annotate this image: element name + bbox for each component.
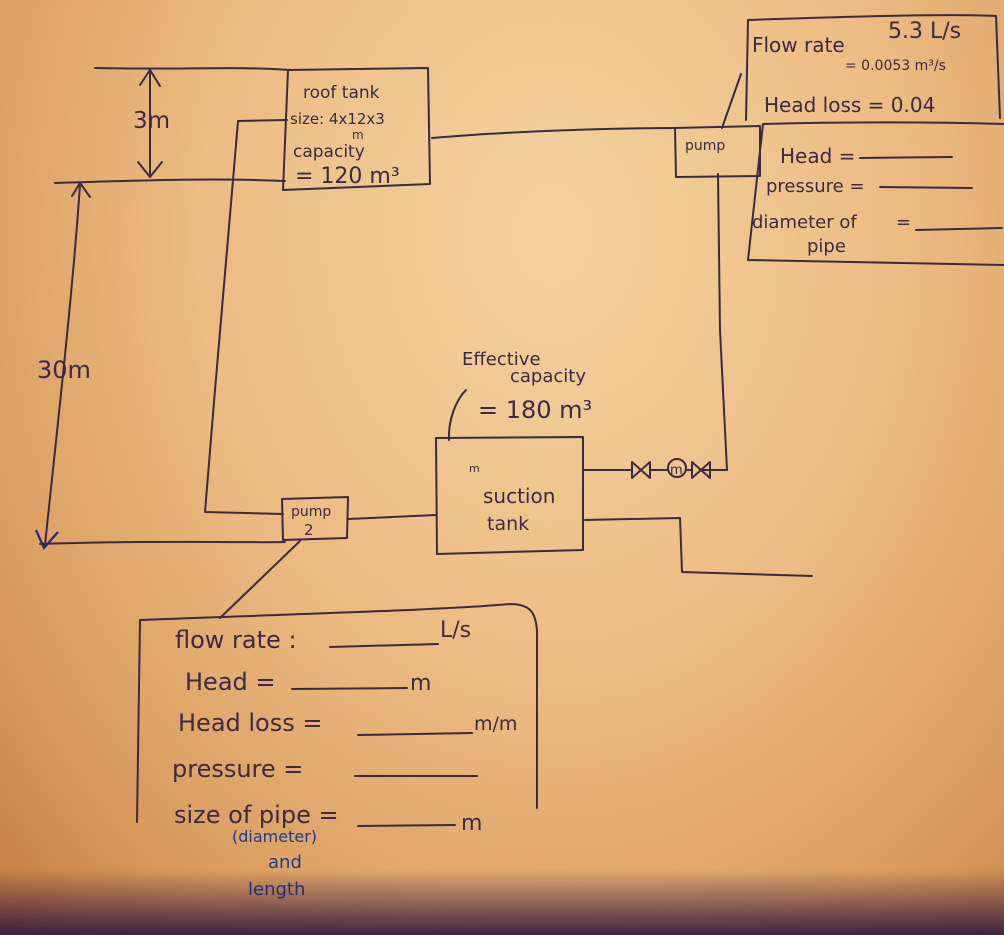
pipe-roof-tank-to-pump2: [204, 119, 288, 515]
pump-bottom: pump 2: [219, 496, 349, 619]
bottom-note-line2: and: [268, 852, 302, 873]
roof-tank-size: size: 4x12x3: [290, 110, 385, 128]
roof-tank-label: roof tank: [303, 83, 380, 103]
effective-capacity-value: = 180 m³: [478, 396, 592, 424]
roof-tank-capacity-value: = 120 m³: [295, 164, 400, 189]
top-diameter-line2: pipe: [807, 236, 846, 257]
suction-tank-level-mark: m: [469, 462, 480, 475]
top-flow-rate-label: Flow rate: [752, 33, 845, 57]
bottom-pressure: pressure =: [172, 755, 303, 783]
bottom-size-unit: m: [461, 811, 482, 836]
top-diameter-line1: diameter of: [752, 212, 857, 233]
pipe-pump-top-down: [699, 173, 728, 471]
top-floor-level-line: [54, 178, 286, 184]
top-head-loss: Head loss = 0.04: [764, 93, 935, 117]
bottom-head-loss-unit: m/m: [474, 713, 517, 735]
pipes: [204, 119, 728, 520]
pump-top: pump: [674, 73, 761, 178]
pipe-roof-tank-to-pump-top: [431, 127, 677, 139]
top-flow-rate-converted: = 0.0053 m³/s: [845, 58, 946, 74]
bottom-info-box: flow rate : L/s Head = m Head loss = m/m…: [136, 603, 539, 900]
effective-capacity-label-2: capacity: [510, 366, 586, 387]
bottom-head-unit: m: [410, 671, 431, 696]
suction-tank-label-2: tank: [487, 513, 529, 535]
pump-bottom-label-1: pump: [291, 504, 331, 520]
pump-top-label: pump: [685, 138, 725, 154]
height-lower-label: 30m: [37, 356, 91, 384]
valve-meter: m: [631, 458, 711, 479]
bottom-flow-rate-unit: L/s: [440, 618, 471, 643]
suction-tank-label-1: suction: [483, 484, 555, 508]
bottom-note-line1: (diameter): [232, 827, 317, 846]
valve-meter-label: m: [670, 463, 683, 478]
level-lines: [39, 67, 813, 577]
pump-bottom-label-2: 2: [304, 521, 314, 539]
top-diameter-eq: =: [896, 212, 911, 233]
photo-shadow: [0, 870, 1004, 935]
suction-tank: m suction tank Effective capacity = 180 …: [435, 349, 592, 555]
ground-level-line-right: [584, 517, 813, 577]
height-dimension-upper: 3m: [133, 69, 170, 178]
pipe-pump2-to-suction-tank: [347, 514, 437, 520]
bottom-head-loss: Head loss =: [178, 709, 322, 737]
roof-tank-capacity-label: capacity: [293, 142, 365, 162]
height-upper-label: 3m: [133, 108, 170, 134]
bottom-head: Head =: [185, 668, 276, 696]
top-pressure: pressure =: [766, 176, 865, 197]
effective-capacity-label-1: Effective: [462, 349, 541, 370]
bottom-flow-rate: flow rate :: [175, 626, 297, 654]
ground-level-line: [39, 540, 286, 545]
height-dimension-lower: 30m: [34, 182, 91, 551]
roof-tank-size-unit: m: [352, 128, 364, 142]
top-head: Head =: [780, 144, 855, 168]
top-flow-rate-value: 5.3 L/s: [888, 19, 961, 44]
bottom-size-of-pipe: size of pipe =: [174, 801, 339, 829]
roof-level-line: [94, 67, 291, 71]
roof-tank: roof tank size: 4x12x3 m capacity = 120 …: [282, 67, 431, 191]
top-info-box: Flow rate 5.3 L/s = 0.0053 m³/s Head los…: [745, 14, 1004, 266]
